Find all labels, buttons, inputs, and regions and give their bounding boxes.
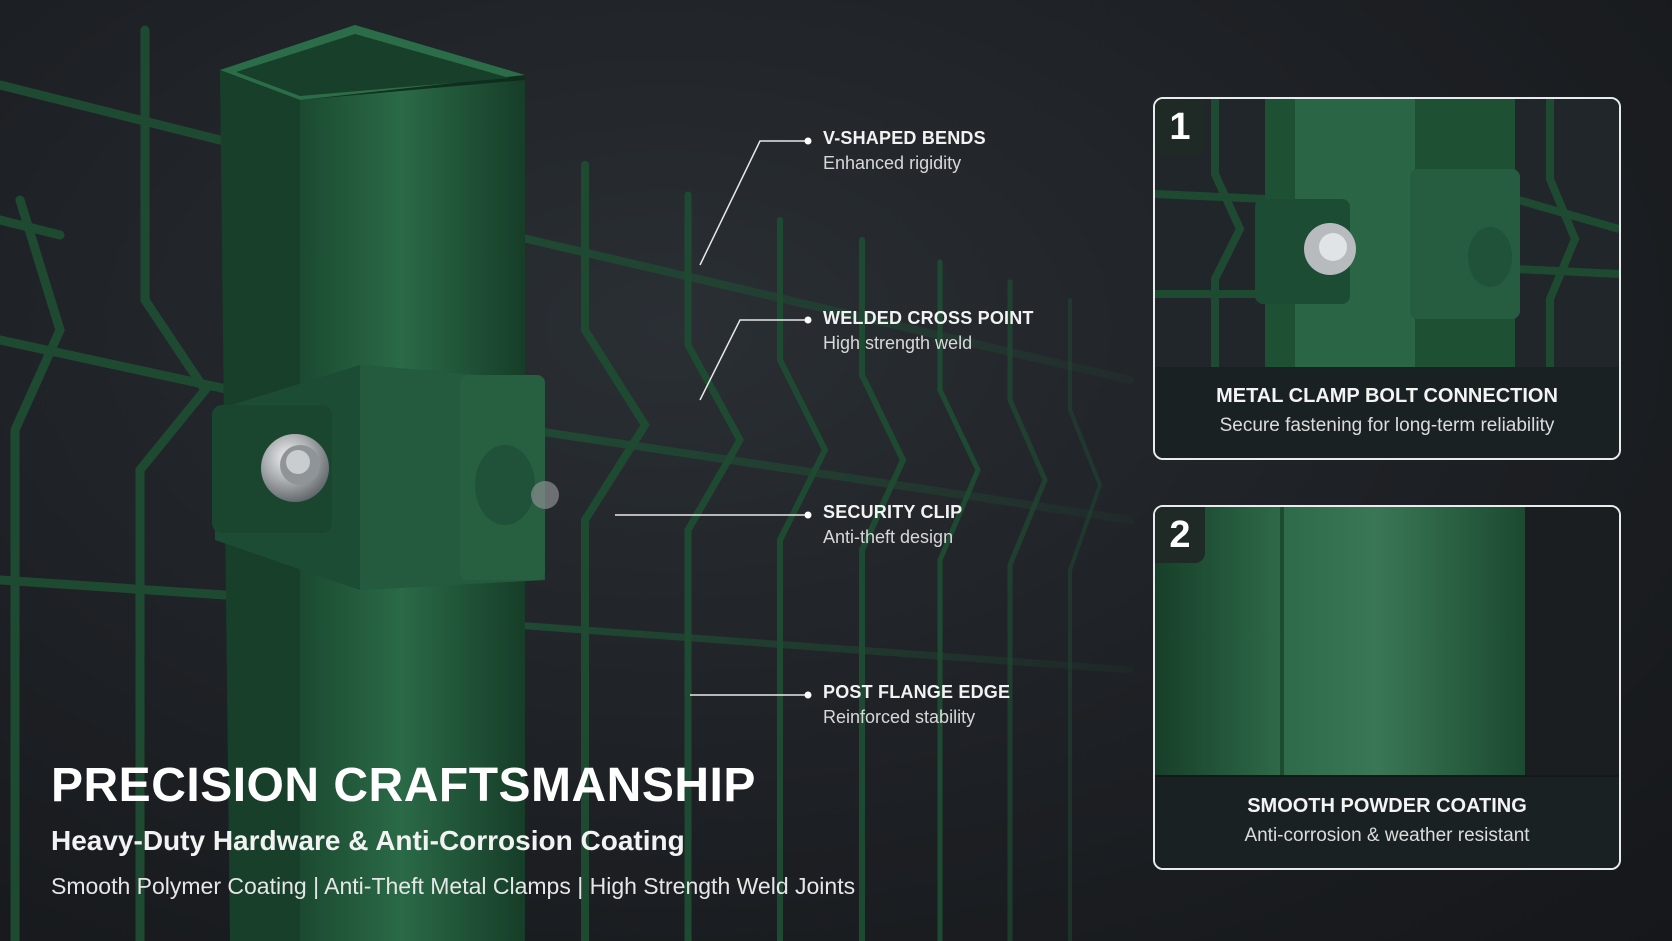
callout-dots bbox=[804, 137, 812, 699]
callout-title: POST FLANGE EDGE bbox=[823, 682, 1011, 702]
callout-lines bbox=[615, 140, 808, 696]
headline-features: Smooth Polymer Coating | Anti-Theft Meta… bbox=[51, 873, 856, 899]
callout-subtitle: High strength weld bbox=[823, 333, 973, 353]
callout-title: SECURITY CLIP bbox=[823, 502, 963, 522]
horizontal-wires-right bbox=[506, 231, 1134, 674]
bolt-icon bbox=[261, 434, 559, 509]
callout-title: WELDED CROSS POINT bbox=[823, 308, 1034, 328]
headline-title: PRECISION CRAFTSMANSHIP bbox=[51, 759, 756, 812]
callout-title: V-SHAPED BENDS bbox=[823, 128, 986, 148]
detail-card-clamp-bolt: 1 METAL CLAMP BOLT CONNECTION Secure fas… bbox=[1153, 97, 1621, 460]
callout-subtitle: Reinforced stability bbox=[823, 707, 976, 727]
callout-security-clip: SECURITY CLIP Anti-theft design bbox=[823, 502, 962, 548]
callout-post-flange-edge: POST FLANGE EDGE Reinforced stability bbox=[823, 682, 1010, 728]
callout-v-shaped-bends: V-SHAPED BENDS Enhanced rigidity bbox=[823, 128, 986, 174]
detail-card-powder-coating: 2 SMOOTH POWDER COATING Anti-corrosion &… bbox=[1153, 505, 1621, 870]
card-title: METAL CLAMP BOLT CONNECTION bbox=[1216, 385, 1558, 407]
callout-subtitle: Enhanced rigidity bbox=[823, 153, 962, 173]
card-caption: METAL CLAMP BOLT CONNECTION Secure faste… bbox=[1155, 367, 1619, 458]
card-subtitle: Secure fastening for long-term reliabili… bbox=[1219, 415, 1555, 436]
card-number-badge: 1 bbox=[1155, 99, 1205, 155]
callout-subtitle: Anti-theft design bbox=[823, 527, 954, 547]
powder-coating-closeup-image bbox=[1155, 507, 1619, 775]
card-title: SMOOTH POWDER COATING bbox=[1247, 795, 1527, 817]
card-number-badge: 2 bbox=[1155, 507, 1205, 563]
card-subtitle: Anti-corrosion & weather resistant bbox=[1244, 825, 1530, 846]
headline-subtitle: Heavy-Duty Hardware & Anti-Corrosion Coa… bbox=[51, 825, 685, 856]
clamp-bolt-closeup-image bbox=[1155, 99, 1619, 367]
callout-welded-cross-point: WELDED CROSS POINT High strength weld bbox=[823, 308, 1034, 354]
card-caption: SMOOTH POWDER COATING Anti-corrosion & w… bbox=[1155, 777, 1619, 868]
